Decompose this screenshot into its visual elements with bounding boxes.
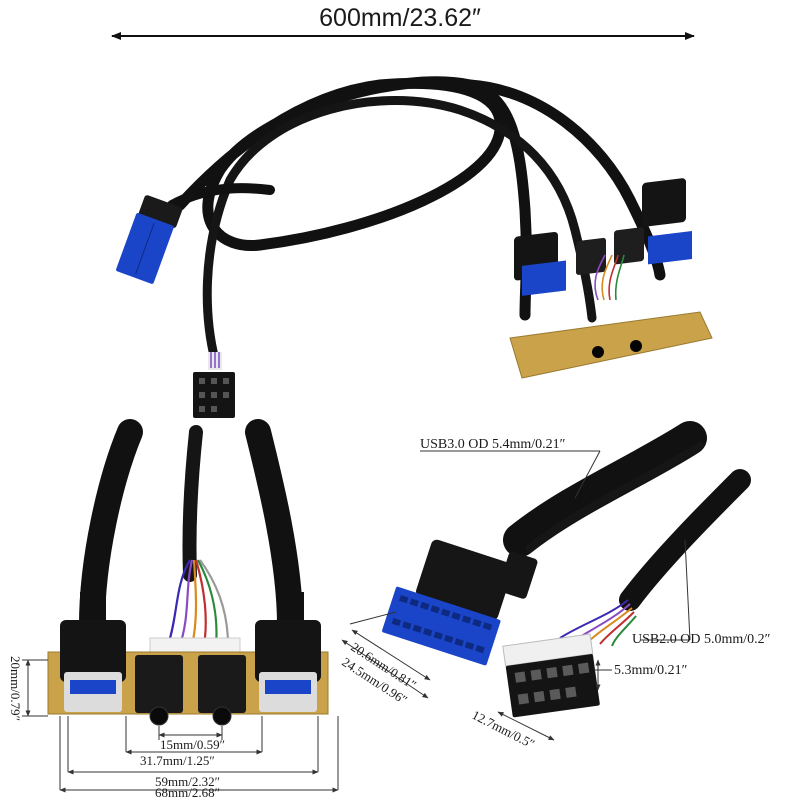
usb-span-label: 59mm/2.32″ <box>155 774 220 789</box>
total-length-label: 600mm/23.62″ <box>319 4 481 32</box>
panel-closeup <box>47 419 329 726</box>
audio-jack-spacing-label: 15mm/0.59″ <box>160 737 225 752</box>
panel-width-label: 68mm/2.68″ <box>155 785 220 800</box>
usb3-od-label: USB3.0 OD 5.4mm/0.21″ <box>420 437 566 452</box>
connector-dimension-lines <box>341 450 691 741</box>
usb2-od-label: USB2.0 OD 5.0mm/0.2″ <box>632 632 771 647</box>
panel-dimension-lines <box>22 659 339 793</box>
cable-assembly <box>116 76 713 418</box>
port-span-label: 31.7mm/1.25″ <box>140 753 215 768</box>
connector-9pin-height-label: 5.3mm/0.21″ <box>614 663 688 678</box>
connector-closeup <box>382 421 751 718</box>
panel-height-label: 20mm/0.79″ <box>8 656 23 721</box>
